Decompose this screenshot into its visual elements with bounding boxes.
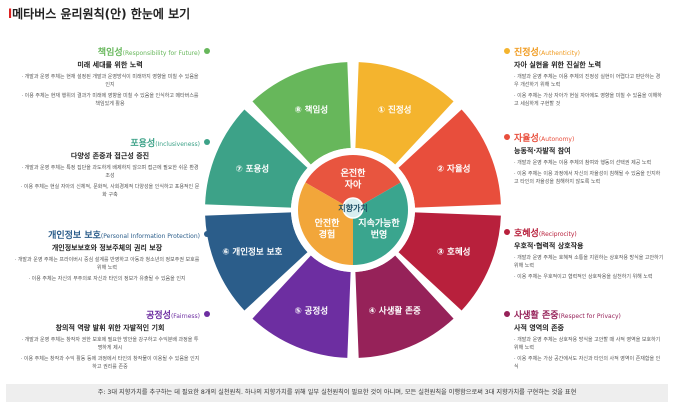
core-label: 지향가치 bbox=[338, 203, 367, 213]
principle-point: · 이용 주체는 자신의 부주의로 자신과 타인의 정보가 유출될 수 있음을 … bbox=[28, 276, 186, 282]
principle-responsibility: 책임성(Responsibility for Future) 미래 세대를 위한… bbox=[20, 45, 200, 108]
principle-point: · 이용 주체는 현실 자아의 신체적, 문화적, 사회경제적 다양성을 인식하… bbox=[20, 184, 200, 198]
principle-point: · 개발과 운영 주체는 창작자 권한 보호에 필요한 방안을 강구하고 수익분… bbox=[21, 337, 199, 351]
principle-en: (Responsibility for Future) bbox=[122, 50, 200, 57]
wheel-segment-label: ⑤ 공정성 bbox=[294, 306, 328, 317]
principle-sub: 자아 실현을 위한 진실한 노력 bbox=[514, 61, 602, 69]
principle-name: 책임성 bbox=[97, 48, 123, 58]
wheel-segment-label: ④ 사생활 존중 bbox=[369, 306, 421, 317]
principle-point: · 이용 주체는 우호적이고 협력적인 상호작용을 실천하기 위해 노력 bbox=[514, 274, 653, 280]
principle-point: · 이용 주체는 가상 자아가 현실 자아에도 영향을 미칠 수 있음을 이해하… bbox=[514, 93, 662, 107]
principle-name: 자율성 bbox=[514, 134, 539, 144]
principle-name: 진정성 bbox=[514, 48, 539, 58]
wheel-segment-label: ⑦ 포용성 bbox=[235, 163, 269, 174]
principle-sub: 사적 영역의 존중 bbox=[514, 324, 564, 332]
principle-en: (Fairness) bbox=[170, 313, 200, 320]
connector-dot bbox=[204, 231, 210, 237]
connector-dot bbox=[504, 48, 510, 54]
principle-sub: 미래 세대를 위한 노력 bbox=[77, 61, 143, 69]
principle-name: 호혜성 bbox=[514, 229, 539, 239]
core-lobe-right bbox=[353, 182, 408, 265]
connector-dot bbox=[504, 229, 510, 235]
connector-dot bbox=[504, 134, 510, 140]
wheel-segment bbox=[252, 255, 351, 358]
principle-en: (Respect for Privacy) bbox=[558, 313, 621, 320]
connector-dot bbox=[204, 139, 210, 145]
wheel-segment-label: ⑧ 책임성 bbox=[294, 104, 328, 115]
wheel-segment bbox=[205, 212, 308, 311]
principle-point: · 이용 주체는 창작과 수익 활동 등에 과정에서 타인의 창작물이 이용될 … bbox=[20, 356, 200, 370]
principle-fairness: 공정성(Fairness) 창의적 역량 발휘 위한 자발적인 기회 · 개발과… bbox=[20, 308, 200, 371]
wheel-segment bbox=[355, 62, 454, 165]
wheel-segment bbox=[205, 109, 308, 208]
title-text: 메타버스 윤리원칙(안) 한눈에 보기 bbox=[12, 7, 191, 21]
connector-dot bbox=[204, 311, 210, 317]
principle-sub: 우호적·협력적 상호작용 bbox=[514, 242, 584, 250]
title-mark: l bbox=[8, 7, 13, 21]
connector-dot bbox=[504, 311, 510, 317]
principle-sub: 개인정보보호와 정보주체의 권리 보장 bbox=[51, 244, 163, 252]
principle-privacy: 사생활 존중(Respect for Privacy) 사적 영역의 존중 · … bbox=[514, 308, 664, 371]
principle-point: · 개발과 운영 주체는 현재 설정된 개발과 운영방식이 미래까지 영향을 미… bbox=[21, 74, 199, 88]
core-lobe-left bbox=[298, 182, 353, 265]
wheel-segment-label: ② 자율성 bbox=[437, 163, 471, 174]
principle-point: · 개발과 운영 주체는 이용 주체의 참여와 행동의 선택권 제공 노력 bbox=[514, 160, 652, 166]
wheel-segment-label: ① 진정성 bbox=[378, 104, 412, 115]
principle-en: (Reciprocity) bbox=[538, 231, 577, 238]
principle-point: · 개발과 운영 주체는 특정 집단을 과도하게 배제하지 않으며 접근에 필요… bbox=[21, 165, 199, 179]
principle-point: · 이용 주체는 가상 공간에서도 자신과 타인의 사적 영역이 존재함을 인식 bbox=[514, 356, 661, 370]
principle-point: · 이용 주체는 이용 과정에서 자신의 자율성이 침해될 수 있음을 인지하고… bbox=[514, 171, 661, 185]
principle-sub: 창의적 역량 발휘 위한 자발적인 기회 bbox=[55, 324, 165, 332]
principle-autonomy: 자율성(Autonomy) 능동적·자발적 참여 · 개발과 운영 주체는 이용… bbox=[514, 131, 664, 186]
principle-reciprocity: 호혜성(Reciprocity) 우호적·협력적 상호작용 · 개발과 운영 주… bbox=[514, 226, 664, 281]
principle-privacy-info: 개인정보 보호(Personal Information Protection)… bbox=[14, 228, 200, 283]
wheel-segment-label: ③ 호혜성 bbox=[437, 247, 471, 258]
principle-name: 개인정보 보호 bbox=[48, 231, 101, 241]
principle-name: 사생활 존중 bbox=[514, 311, 559, 321]
principle-point: · 개발과 운영 주체는 호혜적 소통을 지원하는 상호작용 방식을 고안하기 … bbox=[514, 255, 664, 269]
principle-name: 공정성 bbox=[146, 311, 171, 321]
principle-point: · 이용 주체는 현재 행위의 결과가 미래에 영향을 미칠 수 있음을 인식하… bbox=[21, 93, 199, 107]
principle-sub: 능동적·자발적 참여 bbox=[514, 147, 571, 155]
wheel-segment-label: ⑥ 개인정보 보호 bbox=[222, 247, 282, 258]
principle-point: · 개발과 운영 주체는 프라이버시 중심 설계를 반영하고 아동과 청소년의 … bbox=[14, 257, 200, 271]
principle-name: 포용성 bbox=[130, 139, 156, 149]
connector-dot bbox=[204, 48, 210, 54]
principle-en: (Authenticity) bbox=[538, 50, 580, 57]
principle-authenticity: 진정성(Authenticity) 자아 실현을 위한 진실한 노력 · 개발과… bbox=[514, 45, 664, 108]
core-hub bbox=[342, 197, 364, 219]
principle-en: (Autonomy) bbox=[538, 136, 575, 143]
footnote: 주: 3대 지향가치를 추구하는 데 필요한 8개의 실천원칙. 하나의 지향가… bbox=[6, 384, 668, 402]
principle-sub: 다양성 존중과 접근성 증진 bbox=[70, 152, 150, 160]
wheel-segment bbox=[398, 212, 501, 311]
page-title: l메타버스 윤리원칙(안) 한눈에 보기 bbox=[8, 5, 190, 22]
principle-en: (Personal Information Protection) bbox=[100, 233, 200, 240]
wheel-segment bbox=[355, 255, 454, 358]
principle-point: · 개발과 운영 주체는 상호작용 방식을 고안할 때 사적 영역을 보호하기 … bbox=[514, 337, 661, 351]
wheel-segment bbox=[398, 109, 501, 208]
principle-point: · 개발과 운영 주체는 이용 주체의 진정성 실현이 어렵다고 판단하는 경우… bbox=[514, 74, 661, 88]
principle-en: (Inclusiveness) bbox=[155, 141, 200, 148]
wheel-segment bbox=[252, 62, 351, 165]
principle-inclusiveness: 포용성(Inclusiveness) 다양성 존중과 접근성 증진 · 개발과 … bbox=[20, 136, 200, 199]
